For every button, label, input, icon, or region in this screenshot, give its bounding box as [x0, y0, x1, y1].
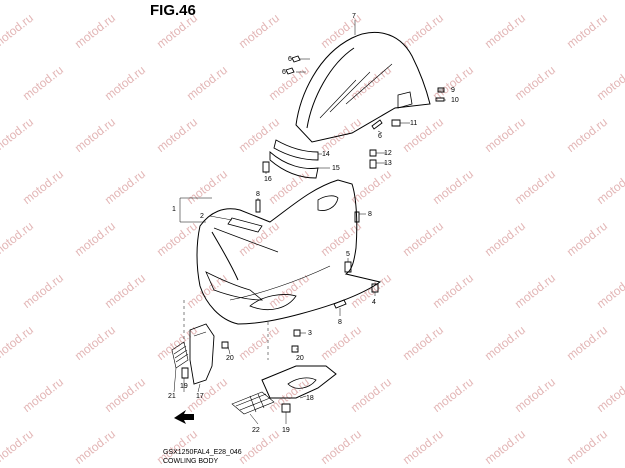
windscreen-part	[295, 31, 431, 143]
callout-label: 12	[384, 150, 392, 157]
screw-parts	[181, 55, 445, 413]
callout-label: 20	[226, 355, 234, 362]
callout-label: 18	[306, 395, 314, 402]
callout-label: 13	[384, 160, 392, 167]
callout-label: 20	[296, 355, 304, 362]
callout-label: 11	[410, 120, 417, 127]
diagram-code: GSX1250FAL4_E28_046	[163, 449, 242, 456]
callout-label: 6	[378, 133, 382, 140]
callout-label: 10	[451, 97, 459, 104]
callout-label: 9	[451, 87, 455, 94]
lower-duct-part	[261, 365, 337, 399]
callout-label: 1	[172, 206, 176, 213]
callout-label: 19	[180, 383, 188, 390]
callout-label: 22	[252, 427, 260, 434]
callout-label: 2	[200, 213, 204, 220]
figure-title: FIG.46	[150, 2, 196, 19]
inner-trim-parts	[269, 139, 319, 179]
diagram-name: COWLING BODY	[163, 458, 219, 465]
callout-label: 8	[338, 319, 342, 326]
callout-label: 4	[372, 299, 376, 306]
mesh-parts	[171, 341, 275, 415]
callout-labels: 7 6 6 9 10 11 6 12 13 14 15 16 8 1 2 8 5…	[168, 13, 459, 434]
callout-label: 5	[346, 251, 350, 258]
front-arrow-icon	[174, 410, 194, 424]
callout-label: 8	[368, 211, 372, 218]
callout-label: 17	[196, 393, 204, 400]
callout-label: 8	[256, 191, 260, 198]
callout-label: 16	[264, 176, 272, 183]
callout-label: 3	[308, 330, 312, 337]
callout-label: 21	[168, 393, 176, 400]
callout-label: 19	[282, 427, 290, 434]
leader-lines	[173, 20, 446, 425]
lower-panel-part	[189, 323, 215, 385]
callout-label: 7	[352, 13, 356, 20]
callout-label: 15	[332, 165, 340, 172]
callout-label: 6	[288, 56, 292, 63]
cowling-body-part	[196, 179, 382, 325]
callout-label: 14	[322, 151, 330, 158]
callout-label: 6	[282, 69, 286, 76]
